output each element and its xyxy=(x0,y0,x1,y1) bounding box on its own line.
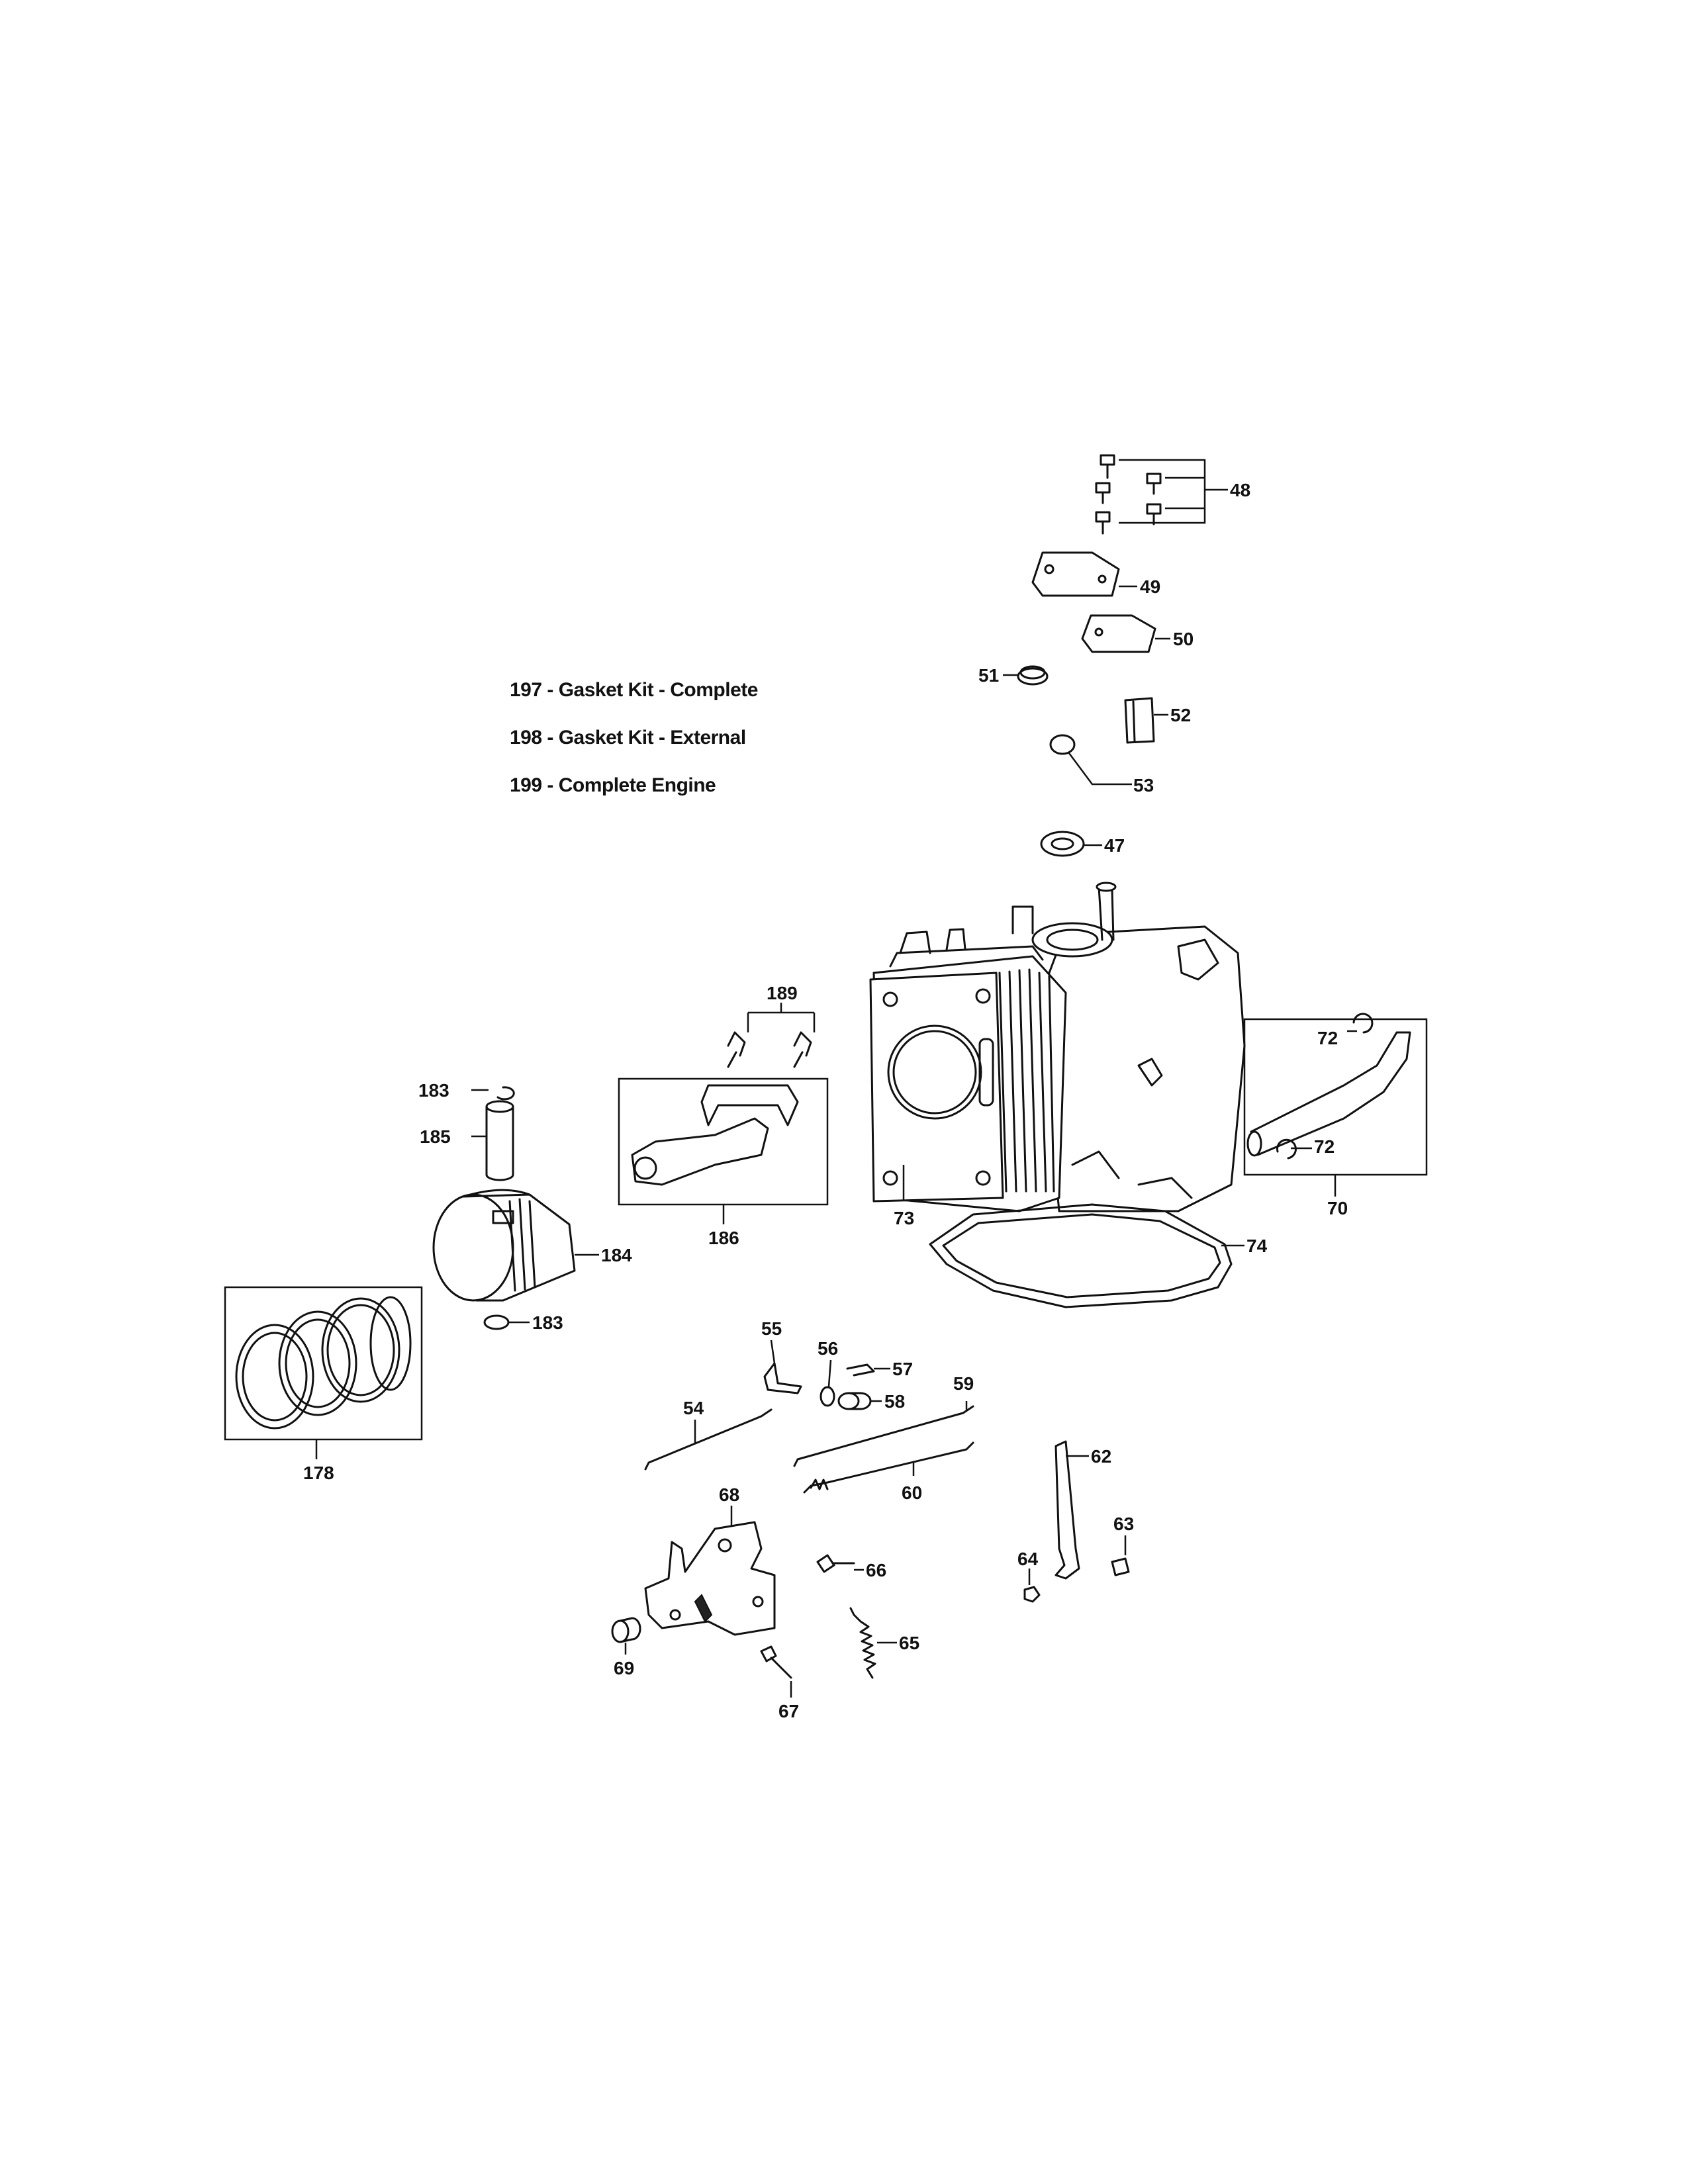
part-68-control-bracket xyxy=(644,1506,776,1636)
part-50-gasket xyxy=(1081,614,1170,653)
callout-66: 66 xyxy=(866,1560,886,1580)
callout-49: 49 xyxy=(1140,576,1160,597)
callout-63: 63 xyxy=(1113,1514,1134,1534)
part-184-piston xyxy=(432,1189,599,1302)
legend-item-complete-engine: 199 - Complete Engine xyxy=(510,774,716,796)
callout-68: 68 xyxy=(719,1484,739,1505)
part-57-cotter-pin xyxy=(846,1363,890,1377)
callout-56: 56 xyxy=(818,1338,838,1359)
part-51-spring xyxy=(1003,665,1049,686)
part-69-bushing xyxy=(611,1617,641,1655)
callout-69: 69 xyxy=(614,1658,634,1678)
callout-72-lower: 72 xyxy=(1314,1136,1335,1157)
part-54-governor-rod xyxy=(644,1408,773,1471)
callout-48: 48 xyxy=(1230,480,1250,500)
legend-item-gasket-kit-external: 198 - Gasket Kit - External xyxy=(510,727,746,749)
part-65-governor-spring xyxy=(849,1607,897,1679)
part-183-piston-pin-clip-lower xyxy=(483,1314,530,1330)
callout-185: 185 xyxy=(420,1126,451,1147)
part-74-crankcase-gasket xyxy=(929,1203,1244,1308)
part-47-oil-seal xyxy=(1040,831,1102,857)
callout-58: 58 xyxy=(884,1391,905,1412)
part-59-throttle-rod xyxy=(793,1401,974,1467)
callout-62: 62 xyxy=(1091,1446,1111,1467)
part-70-breather-hose-assembly xyxy=(1243,1013,1428,1197)
part-186-connecting-rod xyxy=(618,1077,829,1224)
callout-186: 186 xyxy=(708,1228,739,1248)
callout-184: 184 xyxy=(601,1245,632,1265)
callout-65: 65 xyxy=(899,1633,919,1653)
callout-57: 57 xyxy=(892,1359,913,1379)
callout-50: 50 xyxy=(1173,629,1194,649)
part-48-bolts xyxy=(1095,454,1228,535)
part-53-plug xyxy=(1049,734,1132,786)
callout-178: 178 xyxy=(303,1463,334,1483)
part-66-screw xyxy=(816,1554,864,1573)
part-178-piston-ring-set xyxy=(224,1286,423,1459)
callout-60: 60 xyxy=(902,1482,922,1503)
callout-67: 67 xyxy=(778,1701,799,1721)
callout-64: 64 xyxy=(1017,1549,1039,1569)
part-73-cylinder-block xyxy=(869,882,1246,1212)
part-67-screw xyxy=(760,1645,792,1698)
part-60-governor-spring-rod xyxy=(803,1441,974,1494)
callout-183-upper: 183 xyxy=(418,1080,449,1101)
part-58-bushing xyxy=(837,1392,882,1410)
callout-59: 59 xyxy=(953,1373,974,1394)
part-62-governor-lever xyxy=(1055,1440,1089,1580)
callout-55: 55 xyxy=(761,1318,782,1339)
callout-72-upper: 72 xyxy=(1317,1028,1338,1048)
part-63-clamp-bolt xyxy=(1111,1535,1130,1576)
callout-183-lower: 183 xyxy=(532,1312,563,1333)
part-183-piston-pin-clip-upper xyxy=(471,1086,515,1101)
part-56-washer xyxy=(820,1359,835,1407)
legend-item-gasket-kit-complete: 197 - Gasket Kit - Complete xyxy=(510,679,758,701)
part-185-piston-pin xyxy=(471,1100,514,1181)
callout-70: 70 xyxy=(1327,1198,1348,1218)
callout-189: 189 xyxy=(767,983,798,1003)
part-64-nut xyxy=(1023,1569,1041,1603)
callout-74: 74 xyxy=(1246,1236,1268,1256)
callout-73: 73 xyxy=(894,1208,914,1228)
callout-47: 47 xyxy=(1104,835,1125,856)
callout-52: 52 xyxy=(1170,705,1191,725)
part-55-governor-link xyxy=(763,1340,802,1394)
callout-53: 53 xyxy=(1133,775,1154,796)
part-52-sleeve xyxy=(1124,697,1168,744)
callout-51: 51 xyxy=(978,665,999,686)
part-49-cover-plate xyxy=(1031,551,1137,597)
part-189-bolts xyxy=(727,1003,816,1068)
callout-54: 54 xyxy=(683,1398,704,1418)
